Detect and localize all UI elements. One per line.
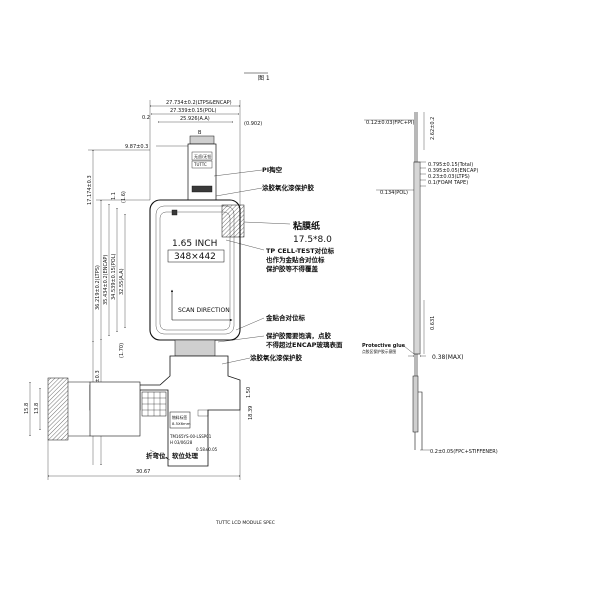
dim-tail-right: 1.50 (246, 387, 252, 398)
callout-bend-note: 折弯位、软位处理 (146, 451, 199, 460)
callout-gold-align: 金贴合对位标 (265, 313, 306, 322)
dim-height-top: 17.174±0.3 (87, 175, 93, 205)
drawing-title: 图 1 (258, 75, 270, 82)
callout-protective-glue-cn: 点胶区保护胶示意图 (362, 349, 396, 354)
callout-film-size: 17.5*8.0 (293, 235, 332, 245)
dim-right-mid: 0.631 (430, 316, 436, 330)
dim-left-offset: 0.2 (142, 115, 150, 121)
callout-film-title: 粘膜纸 (292, 220, 320, 232)
component-grid (141, 391, 167, 417)
scan-direction-text: SCAN DIRECTION (178, 307, 230, 314)
callout-coating-2: 涂胶氧化漆保护胶 (250, 353, 303, 362)
dim-total: 0.795±0.15(Total) (428, 162, 473, 168)
dim-fpc-connector-width: 15.8 (24, 403, 30, 414)
dim-encap: 0.395±0.05(ENCAP) (428, 168, 478, 174)
label-box-line2: 8.5X6mm (172, 421, 191, 426)
callout-pi-hollow: PI掏空 (262, 165, 283, 174)
align-mark (171, 209, 178, 216)
dim-height-encap: 35.434±0.2(ENCAP) (103, 255, 109, 305)
fpc-label-line1: 无卤/无铅 (194, 153, 211, 159)
front-callouts: PI掏空 涂胶氧化漆保护胶 粘膜纸 17.5*8.0 TP CELL-TEST对… (146, 165, 343, 461)
side-view: 0.12±0.03(FPC+PI) 2.62±0.2 0.795±0.15(To… (362, 112, 498, 455)
callout-tp-cell-2: 也作为金贴合对位标 (266, 255, 325, 264)
dim-label: 0.58±0.05 (196, 447, 218, 452)
dim-fpc-width: 9.87±0.3 (125, 144, 148, 150)
panel-resolution-text: 348×442 (174, 252, 216, 262)
dim-height-pol: 34.539±0.15(POL) (111, 253, 117, 300)
dim-offset-top2: (1.6) (121, 191, 127, 203)
dim-height-aa: 32.55(A.A) (119, 268, 125, 295)
dim-foam: 0.1(FOAM TAPE) (428, 180, 468, 186)
dim-width-ltps: 27.734±0.2(LTPS&ENCAP) (166, 100, 232, 106)
dim-width-aa: 25.926(A.A) (180, 116, 210, 122)
dim-right-top: 2.62±0.2 (430, 117, 436, 140)
dim-bottom-total-width: 30.67 (136, 469, 150, 475)
part-number-2: H 03/06/28 (170, 440, 193, 445)
dim-pol: 0.134(POL) (380, 190, 408, 196)
callout-tp-cell-1: TP CELL-TEST对位标 (266, 246, 335, 255)
dim-offset-bottom: (1.70) (119, 343, 125, 358)
dim-fpc-connector-inner: 13.8 (34, 403, 40, 414)
display-panel: 1.65 INCH 348×442 SCAN DIRECTION (149, 199, 245, 341)
dim-stiffener: 0.2±0.05(FPC+STIFFENER) (430, 449, 498, 455)
callout-protect-2: 不得超过ENCAP玻璃表面 (266, 340, 343, 349)
dim-tail-right2: 18.39 (248, 406, 254, 420)
footer-text: TUTTC LCD MODULE SPEC (215, 520, 275, 526)
dim-ltps: 0.23±0.03(LTPS) (428, 174, 470, 180)
bottom-dimensions: 15.8 13.8 30.67 1.50 18.39 (24, 381, 254, 480)
bottom-fpc-tail: 物料标签 8.5X6mm TM165YS-00-LSSP01 H 03/06/2… (47, 339, 241, 467)
dim-height-ltps: 36.219±0.2(LTPS) (95, 265, 101, 310)
top-fpc-tab: 9.87±0.3 B 无卤/无铅 TUTTC (125, 130, 217, 201)
dim-max-thickness: 0.38(MAX) (432, 354, 463, 361)
label-box-line1: 物料标签 (172, 415, 187, 420)
part-number: TM165YS-00-LSSP01 (169, 434, 212, 439)
dim-width-pol: 27.339±0.15(POL) (170, 108, 217, 114)
film-hatch-area (221, 204, 245, 238)
callout-protect-1: 保护胶需要饱满，点胶 (265, 331, 332, 340)
callout-tp-cell-3: 保护胶等不得覆盖 (265, 264, 319, 273)
panel-size-text: 1.65 INCH (172, 239, 217, 249)
fpc-label-line2: TUTTC (193, 162, 207, 167)
callout-protective-glue: Protective glue (362, 343, 406, 349)
fpc-connector-hatch (47, 377, 69, 441)
top-dimensions: 27.734±0.2(LTPS&ENCAP) 27.339±0.15(POL) … (142, 100, 262, 205)
callout-coating-1: 涂胶氧化漆保护胶 (262, 183, 315, 192)
dim-fpc-pi: 0.12±0.03(FPC+PI) (366, 120, 414, 126)
dim-right-offset: (0.902) (244, 121, 262, 127)
dim-offset-top: 1.1 (111, 192, 117, 200)
fpc-pin-label: B (198, 130, 202, 136)
